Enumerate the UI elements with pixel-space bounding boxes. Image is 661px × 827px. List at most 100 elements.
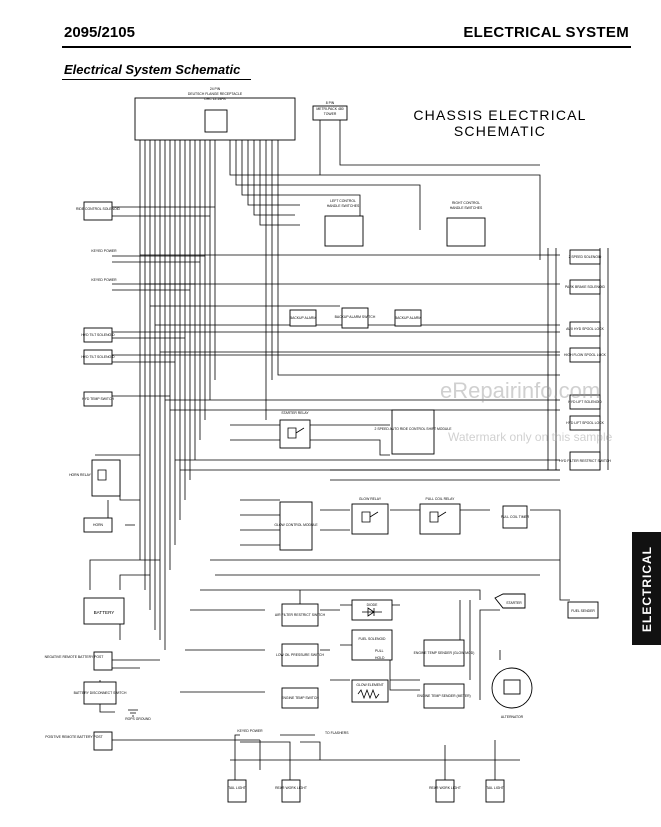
rear-work-light-left: REAR WORK LIGHT [275,779,307,803]
two-speed-shift-module: 2 SPEED AUTO RIDE CONTROL SHIFT MODULE [375,409,452,455]
svg-text:RIDE CONTROL SOLENOID: RIDE CONTROL SOLENOID [76,207,121,211]
svg-text:ENGINE TEMP SENDER (METER): ENGINE TEMP SENDER (METER) [417,694,470,698]
battery-disconnect-switch: BATTERY DISCONNECT SWITCH [74,681,127,705]
svg-text:PULL COIL RELAY: PULL COIL RELAY [426,497,456,501]
section-title: ELECTRICAL SYSTEM [463,24,629,41]
left-control-switches: LEFT CONTROL HANDLE SWITCHES [324,199,364,247]
ride-control-solenoid: RIDE CONTROL SOLENOID [76,201,121,221]
backup-alarm-1: BACKUP ALARM [289,309,317,327]
diode: DIODE [351,599,393,621]
schematic-title-2: SCHEMATIC [454,123,546,139]
svg-text:PARK BRAKE SOLENOID: PARK BRAKE SOLENOID [565,285,605,289]
svg-text:BATTERY: BATTERY [94,610,115,615]
svg-text:TO FLASHERS: TO FLASHERS [325,731,349,735]
svg-text:KEYED POWER: KEYED POWER [91,249,117,253]
hyd-filter-restrict-switch: HYD FILTER RESTRICT SWITCH [559,451,611,471]
svg-text:HYD LIFT SPOOL LOCK: HYD LIFT SPOOL LOCK [566,421,604,425]
plug-8-pin: 8 PIN METRI-PACK 480 TOWER [312,101,348,121]
schematic-title-1: CHASSIS ELECTRICAL [413,107,586,123]
svg-text:AUX HYD SPOOL LOCK: AUX HYD SPOOL LOCK [566,327,604,331]
svg-text:HYD TILT SOLENOID: HYD TILT SOLENOID [81,355,115,359]
to-flashers: TO FLASHERS [325,731,349,735]
svg-text:GLOW CONTROL MODULE: GLOW CONTROL MODULE [274,523,318,527]
svg-text:HYD TILT SOLENOID: HYD TILT SOLENOID [81,333,115,337]
svg-text:NEGATIVE REMOTE BATTERY POST: NEGATIVE REMOTE BATTERY POST [45,655,104,659]
glow-control-module: GLOW CONTROL MODULE [274,501,318,551]
svg-text:ALTERNATOR: ALTERNATOR [501,715,524,719]
plug8-label-3: TOWER [324,112,337,116]
svg-text:HYD TEMP SWITCH: HYD TEMP SWITCH [82,397,114,401]
tail-light-right: TAIL LIGHT [485,779,505,803]
svg-text:HYD LIFT SOLENOID: HYD LIFT SOLENOID [568,400,602,404]
hyd-tilt-solenoid-2: HYD TILT SOLENOID [81,349,115,365]
section-side-tab: ELECTRICAL [632,532,661,645]
page-subtitle: Electrical System Schematic [64,62,241,77]
starter-relay: STARTER RELAY [279,411,311,449]
right-control-switches: RIGHT CONTROL HANDLE SWITCHES [446,201,486,247]
battery: BATTERY [83,597,125,625]
svg-text:LEFT CONTROL: LEFT CONTROL [330,199,356,203]
hyd-lift-solenoid: HYD LIFT SOLENOID [568,394,602,410]
svg-text:ENGINE TEMP SWITCH: ENGINE TEMP SWITCH [281,696,319,700]
svg-text:HORN: HORN [93,523,104,527]
receptacle-label-1: 24 PIN [210,87,221,91]
two-speed-solenoid: 2 SPEED SOLENOID [569,249,602,265]
svg-text:HYD FILTER RESTRICT SWITCH: HYD FILTER RESTRICT SWITCH [559,459,611,463]
backup-alarm-2: BACKUP ALARM [394,309,422,327]
model-number: 2095/2105 [64,24,135,41]
glow-element: GLOW ELEMENT [351,679,389,703]
plug8-label-1: 8 PIN [326,101,335,105]
rops-ground: ROPS GROUND [125,709,151,721]
svg-text:BACKUP ALARM: BACKUP ALARM [290,316,316,320]
svg-text:2 SPEED SOLENOID: 2 SPEED SOLENOID [569,255,602,259]
glow-relay: GLOW RELAY [351,497,389,535]
pull-coil-timer: PULL COIL TIMER [501,505,530,529]
svg-text:KEYED POWER: KEYED POWER [91,278,117,282]
backup-alarm-switch: BACKUP ALARM SWITCH [335,307,376,329]
keyed-power-3: KEYED POWER [237,729,263,733]
hyd-lift-spool-lock: HYD LIFT SPOOL LOCK [566,415,605,431]
header-rule [62,46,631,48]
svg-text:FUEL SENDER: FUEL SENDER [571,609,595,613]
svg-text:REAR WORK LIGHT: REAR WORK LIGHT [429,786,461,790]
svg-text:BACKUP ALARM SWITCH: BACKUP ALARM SWITCH [335,315,376,319]
svg-text:ENGINE TEMP SENDER (GLOW MOD): ENGINE TEMP SENDER (GLOW MOD) [414,651,475,655]
low-oil-pressure-switch: LOW OIL PRESSURE SWITCH [276,643,325,667]
svg-text:HOLD: HOLD [375,656,385,660]
keyed-power-2: KEYED POWER [91,278,117,282]
svg-text:REAR WORK LIGHT: REAR WORK LIGHT [275,786,307,790]
svg-text:HIGH FLOW SPOOL LOCK: HIGH FLOW SPOOL LOCK [564,353,607,357]
svg-text:RIGHT CONTROL: RIGHT CONTROL [452,201,480,205]
svg-text:HANDLE SWITCHES: HANDLE SWITCHES [450,206,483,210]
svg-text:PULL: PULL [375,649,384,653]
engine-temp-sender-meter: ENGINE TEMP SENDER (METER) [417,683,471,709]
tail-light-left: TAIL LIGHT [227,779,247,803]
receptacle-24-pin: 24 PIN DEUTSCH FLANGE RECEPTACLE DRC 12-… [134,87,296,141]
svg-text:KEYED POWER: KEYED POWER [237,729,263,733]
svg-text:HORN RELAY: HORN RELAY [69,473,92,477]
positive-remote-battery-post: POSITIVE REMOTE BATTERY POST [45,731,113,751]
svg-text:TAIL LIGHT: TAIL LIGHT [228,786,246,790]
svg-text:STARTER: STARTER [506,601,522,605]
fuel-solenoid: FUEL SOLENOID PULL HOLD [351,629,393,661]
svg-text:LOW OIL PRESSURE SWITCH: LOW OIL PRESSURE SWITCH [276,653,324,657]
high-flow-spool-lock: HIGH FLOW SPOOL LOCK [564,347,607,363]
svg-text:BATTERY DISCONNECT SWITCH: BATTERY DISCONNECT SWITCH [74,691,127,695]
svg-text:DIODE: DIODE [367,603,378,607]
svg-text:AIR FILTER RESTRICT SWITCH: AIR FILTER RESTRICT SWITCH [275,613,326,617]
horn-relay: HORN RELAY [69,459,121,497]
hyd-temp-switch: HYD TEMP SWITCH [82,391,114,407]
negative-remote-battery-post: NEGATIVE REMOTE BATTERY POST [45,651,113,671]
svg-text:TAIL LIGHT: TAIL LIGHT [486,786,504,790]
alternator: ALTERNATOR [491,667,533,719]
engine-temp-switch: ENGINE TEMP SWITCH [281,687,319,709]
watermark-logo: eRepairinfo.com [440,378,601,403]
svg-text:FUEL SOLENOID: FUEL SOLENOID [358,637,386,641]
hyd-tilt-solenoid-1: HYD TILT SOLENOID [81,327,115,343]
subtitle-rule [62,79,251,80]
horn: HORN [83,517,113,533]
side-tab-label: ELECTRICAL [639,545,654,632]
watermark-note: Watermark only on this sample [448,430,613,444]
plug8-label-2: METRI-PACK 480 [316,107,343,111]
